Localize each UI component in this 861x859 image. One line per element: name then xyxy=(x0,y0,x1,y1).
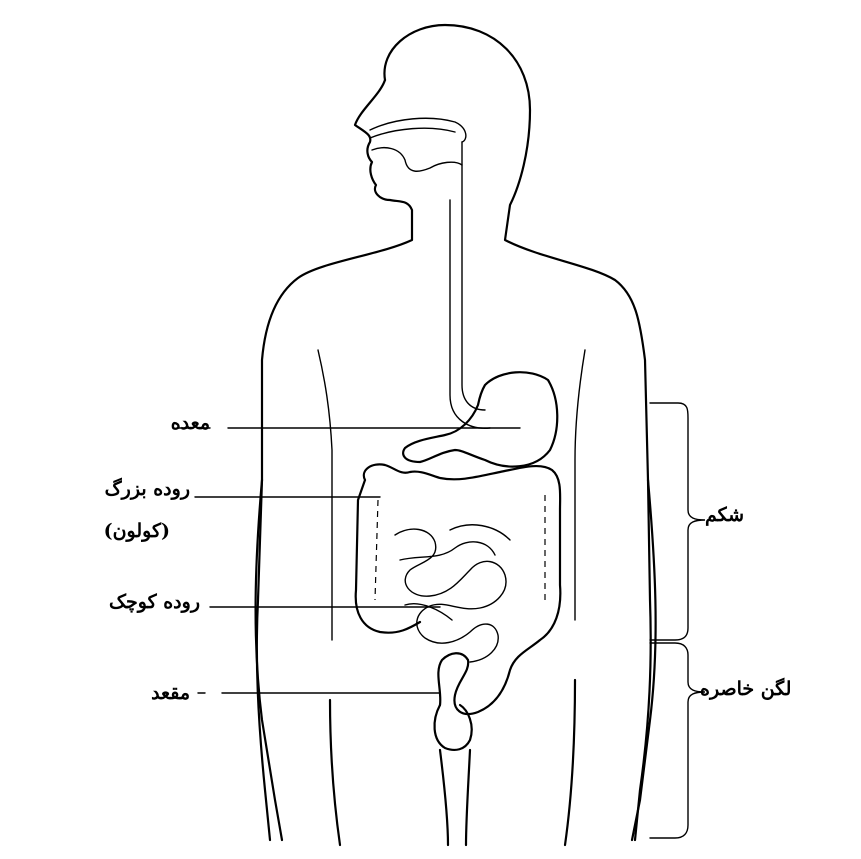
rectum-shape xyxy=(435,705,472,750)
rectum-label: مقعد xyxy=(80,684,190,703)
mouth-cavity xyxy=(372,148,462,172)
large-intestine-label: روده بزرگ xyxy=(30,480,190,499)
stomach-label: معده xyxy=(100,414,210,433)
left-chest-line xyxy=(318,350,332,640)
legs-inner xyxy=(330,680,575,845)
head-outline xyxy=(384,25,650,840)
colon-inner xyxy=(375,495,545,600)
pelvis-bracket xyxy=(650,643,705,838)
stomach-shape xyxy=(403,372,557,466)
small-intestine-label: روده کوچک xyxy=(0,593,200,612)
right-arm xyxy=(632,480,656,840)
abdomen-bracket xyxy=(650,403,705,640)
pelvis-label: لگن خاصره xyxy=(700,680,855,699)
abdomen-label: شکم xyxy=(705,506,855,525)
nasal-cavity xyxy=(370,118,466,142)
right-chest-line xyxy=(575,350,585,620)
face-profile xyxy=(257,80,412,840)
small-intestine-shape xyxy=(395,525,510,662)
colon-shape xyxy=(356,464,561,714)
colon-label: (کولون) xyxy=(30,522,170,541)
